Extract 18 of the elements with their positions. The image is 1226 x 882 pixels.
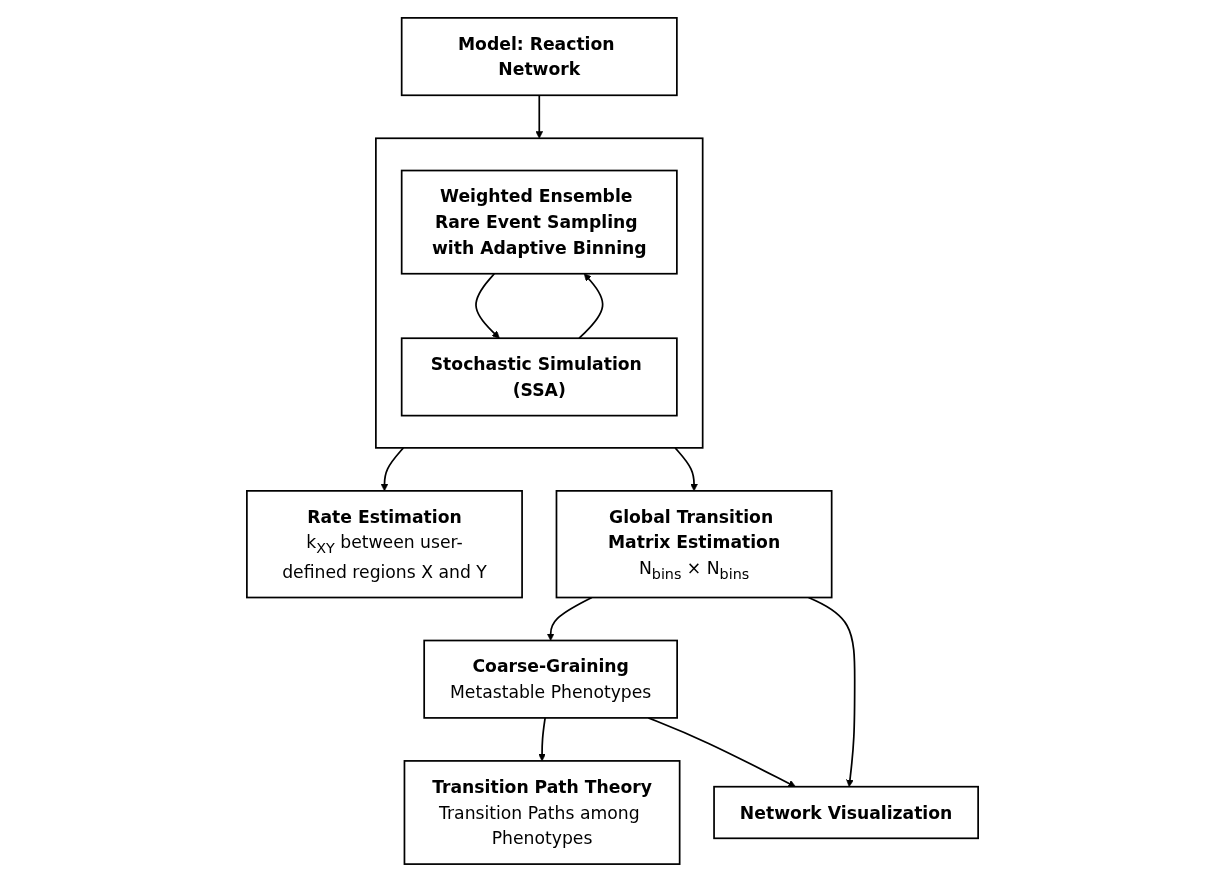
arrow [674, 447, 699, 492]
arrow [381, 447, 405, 492]
arrow [808, 596, 857, 788]
arrow [538, 717, 547, 762]
node-box: Stochastic Simulation (SSA) [401, 337, 679, 417]
node-box: Global Transition Matrix Estimation N$_{bins}$ × N$_{bins}$ [556, 490, 833, 599]
node-box: Weighted Ensemble Rare Event Sampling with Adaptive Binning [401, 169, 679, 275]
arrow [648, 717, 797, 788]
arrow [475, 272, 501, 339]
node-box: Model: Reaction Network [401, 17, 679, 97]
arrow [578, 273, 604, 340]
node-box: Network Visualization [713, 785, 980, 840]
arrow [536, 94, 544, 139]
cluster [375, 137, 704, 449]
node-box: Coarse-Graining Metastable Phenotypes [423, 639, 679, 719]
node-box: Rate Estimation k$_{XY}$ between user-defined regions X and Y [246, 490, 524, 599]
node-box: Transition Path Theory Transition Paths among Phenotypes [404, 760, 681, 865]
arrow [547, 596, 594, 641]
